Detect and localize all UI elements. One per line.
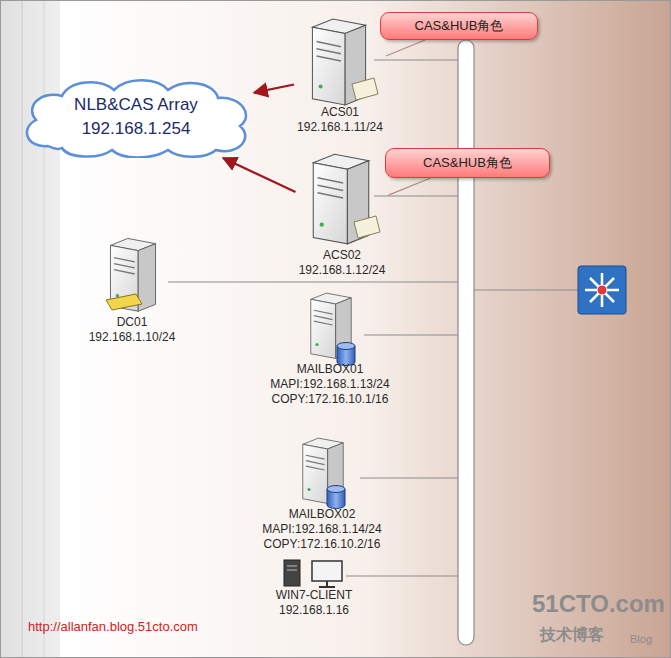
- node-title: NLB&CAS Array: [74, 93, 198, 117]
- server-node: WIN7-CLIENT192.168.1.16: [273, 560, 356, 618]
- node-detail: 192.168.1.12/24: [296, 263, 389, 278]
- watermark: 51CTO.com: [532, 590, 665, 618]
- node-title: ACS01: [294, 105, 386, 120]
- node-detail: 192.168.1.11/24: [294, 120, 386, 135]
- node-detail: MAPI:192.168.1.13/24: [267, 377, 393, 392]
- node-detail: COPY:172.16.10.1/16: [267, 392, 393, 407]
- server-node: ACS02192.168.1.12/24: [296, 150, 389, 278]
- callout-box: CAS&HUB角色: [385, 148, 550, 178]
- url-label: http://allanfan.blog.51cto.com: [28, 619, 198, 634]
- server-node: ACS01192.168.1.11/24: [294, 15, 386, 135]
- server-node: MAILBOX01MAPI:192.168.1.13/24COPY:172.16…: [267, 290, 393, 407]
- server-node: DC01192.168.1.10/24: [86, 235, 179, 345]
- node-detail: 192.168.1.254: [82, 117, 191, 141]
- node-title: WIN7-CLIENT: [273, 588, 356, 603]
- node-detail: 192.168.1.10/24: [86, 330, 179, 345]
- node-detail: MAPI:192.168.1.14/24: [259, 522, 385, 537]
- leader-line: [386, 40, 425, 56]
- leader-line: [389, 178, 431, 195]
- callout-box: CAS&HUB角色: [380, 12, 538, 40]
- arrow-connector: [223, 158, 295, 192]
- watermark: Blog: [630, 633, 652, 645]
- node-title: DC01: [86, 315, 179, 330]
- node-title: MAILBOX01: [267, 362, 393, 377]
- node-title: MAILBOX02: [259, 507, 385, 522]
- node-detail: 192.168.1.16: [273, 603, 356, 618]
- node-title: CAS&HUB角色: [415, 17, 504, 35]
- node-detail: COPY:172.16.10.2/16: [259, 537, 385, 552]
- cloud-node: NLB&CAS Array192.168.1.254: [18, 76, 254, 158]
- cloud-shape: [18, 76, 254, 158]
- server-node: MAILBOX02MAPI:192.168.1.14/24COPY:172.16…: [259, 435, 385, 552]
- node-title: CAS&HUB角色: [423, 154, 512, 172]
- node-title: ACS02: [296, 248, 389, 263]
- watermark: 技术博客: [540, 625, 604, 646]
- arrow-connector: [254, 84, 294, 92]
